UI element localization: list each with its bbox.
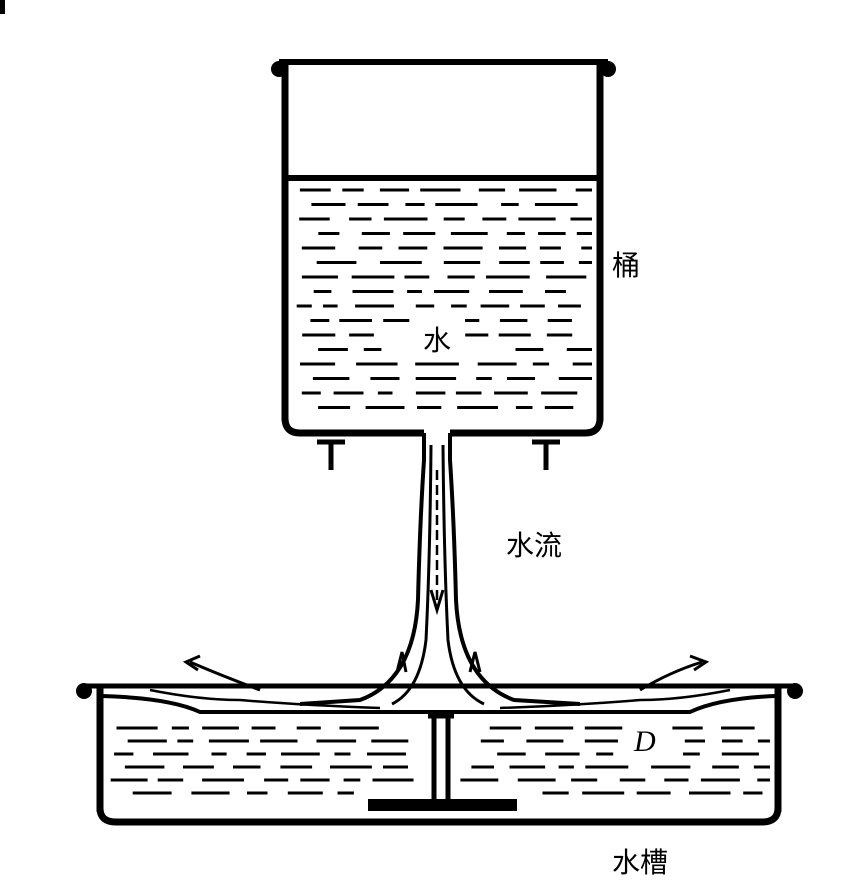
impact-arrow-left xyxy=(395,651,408,673)
stream-arrow xyxy=(429,589,445,616)
corner-mark xyxy=(0,0,5,14)
label-bucket: 桶 xyxy=(612,249,640,282)
splash-left xyxy=(189,660,261,692)
bucket-water-hatching xyxy=(296,188,592,409)
bucket-bottom-left xyxy=(281,417,424,437)
bucket-bottom-right xyxy=(450,417,604,437)
tank-bottom xyxy=(96,807,782,826)
splash-right xyxy=(639,660,703,692)
bucket-foot-right xyxy=(532,439,560,470)
impact-arrow-right xyxy=(468,651,482,673)
water-stream xyxy=(299,433,581,706)
label-water-stream: 水流 xyxy=(506,529,562,562)
label-water: 水 xyxy=(423,324,451,357)
tank-base-plate xyxy=(368,799,517,811)
splash-left-arrow xyxy=(182,654,201,672)
tank-water-surface xyxy=(101,694,777,714)
bucket-foot-left xyxy=(317,439,345,470)
tank xyxy=(76,654,803,826)
label-point-d: D xyxy=(633,725,656,758)
stream-edge-right xyxy=(448,433,581,706)
bucket xyxy=(271,59,616,470)
label-tank: 水槽 xyxy=(612,846,668,879)
tank-water-hatching xyxy=(110,726,770,795)
splash-right-arrow xyxy=(689,654,710,672)
